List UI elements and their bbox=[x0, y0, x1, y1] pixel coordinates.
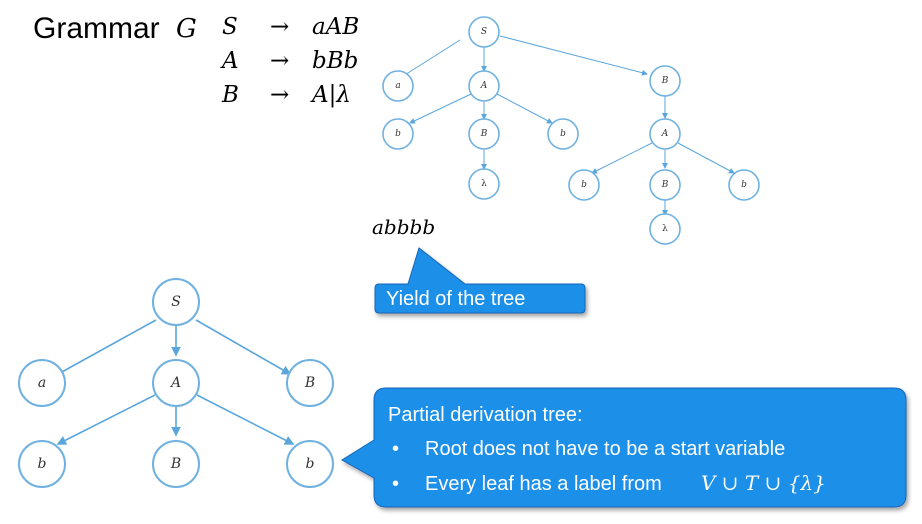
tree-node: a bbox=[18, 359, 66, 407]
node-label: S bbox=[481, 27, 487, 37]
node-label: a bbox=[38, 375, 46, 391]
node-label: S bbox=[171, 294, 181, 310]
tree-node: b bbox=[568, 169, 600, 201]
tree-edge bbox=[49, 319, 157, 379]
full-derivation-tree: S a A B b B b λ A b B b λ bbox=[382, 16, 760, 245]
tree-edge bbox=[677, 142, 735, 174]
tree-node: S bbox=[468, 16, 500, 48]
partial-tree-edges bbox=[49, 319, 295, 445]
tree-edge bbox=[409, 93, 472, 124]
node-label: B bbox=[661, 180, 669, 190]
tree-node: A bbox=[468, 70, 500, 102]
tree-node: b bbox=[547, 118, 579, 150]
node-label: λ bbox=[481, 179, 487, 189]
node-label: b bbox=[581, 180, 587, 190]
rule-lhs: A bbox=[222, 48, 239, 74]
grammar-title: Grammar bbox=[33, 12, 160, 45]
tree-node: A bbox=[152, 359, 200, 407]
callout-bullet-1: Root does not have to be a start variabl… bbox=[425, 438, 785, 460]
tree-node: b bbox=[382, 118, 414, 150]
tree-node: b bbox=[728, 169, 760, 201]
yield-callout-text: Yield of the tree bbox=[386, 288, 525, 310]
tree-node: B bbox=[468, 118, 500, 150]
yield-callout bbox=[374, 247, 586, 314]
callout-heading: Partial derivation tree: bbox=[388, 404, 583, 426]
tree-node: B bbox=[649, 65, 681, 97]
partial-derivation-tree: S a A B b B b bbox=[18, 278, 334, 488]
tree-edge bbox=[195, 319, 292, 375]
tree-edge bbox=[399, 39, 461, 79]
node-label: A bbox=[480, 81, 488, 91]
node-label: A bbox=[169, 375, 181, 391]
callout-bullet-2-math: V ∪ T ∪ {λ} bbox=[701, 471, 826, 495]
rule-rhs: aAB bbox=[312, 14, 360, 40]
node-label: b bbox=[395, 129, 401, 139]
full-tree-edges bbox=[399, 35, 735, 216]
node-label: b bbox=[38, 456, 47, 472]
tree-node: a bbox=[382, 70, 414, 102]
rule-lhs: B bbox=[222, 82, 239, 108]
node-label: B bbox=[480, 129, 488, 139]
grammar-symbol: G bbox=[176, 14, 197, 44]
tree-node: S bbox=[152, 278, 200, 326]
tree-edge bbox=[196, 394, 295, 445]
rule-arrow: → bbox=[270, 48, 290, 74]
node-label: b bbox=[306, 456, 315, 472]
tree-edge bbox=[56, 394, 156, 445]
rule-lhs: S bbox=[222, 14, 238, 40]
node-label: b bbox=[560, 129, 566, 139]
partial-tree-callout bbox=[341, 387, 907, 508]
tree-node: B bbox=[649, 169, 681, 201]
tree-edge bbox=[499, 35, 648, 76]
node-label: A bbox=[661, 129, 669, 139]
rule-rhs: A|λ bbox=[312, 82, 351, 108]
tree-node: b bbox=[18, 440, 66, 488]
yield-word: abbbb bbox=[372, 215, 436, 239]
tree-node: B bbox=[152, 440, 200, 488]
node-label: B bbox=[170, 456, 181, 472]
tree-node: B bbox=[286, 359, 334, 407]
bullet-marker: • bbox=[392, 473, 399, 495]
bullet-marker: • bbox=[392, 438, 399, 460]
tree-edge bbox=[591, 142, 653, 174]
tree-edge bbox=[496, 93, 553, 124]
node-label: b bbox=[741, 180, 747, 190]
node-label: B bbox=[661, 76, 669, 86]
rule-arrow: → bbox=[270, 14, 290, 40]
tree-node: λ bbox=[468, 168, 500, 200]
node-label: a bbox=[395, 81, 400, 91]
tree-node: λ bbox=[649, 213, 681, 245]
node-label: λ bbox=[662, 224, 668, 234]
callout-bullet-2: Every leaf has a label from bbox=[425, 473, 662, 495]
tree-node: b bbox=[286, 440, 334, 488]
node-label: B bbox=[304, 375, 315, 391]
rule-rhs: bBb bbox=[312, 48, 359, 74]
rule-arrow: → bbox=[270, 82, 290, 108]
tree-node: A bbox=[649, 118, 681, 150]
